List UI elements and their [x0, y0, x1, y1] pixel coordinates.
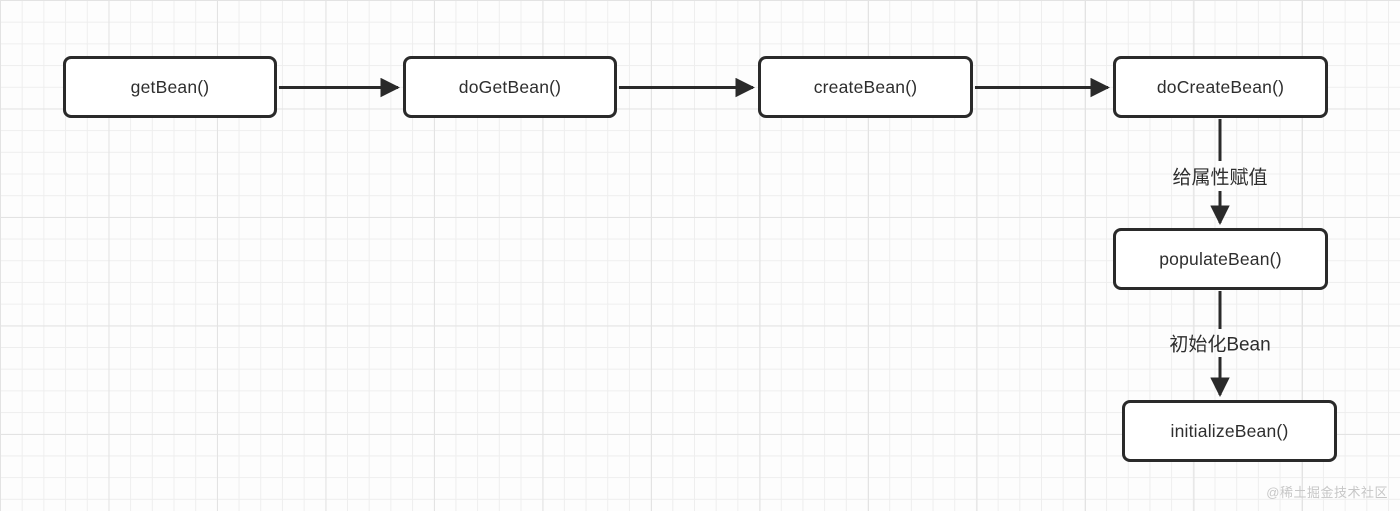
node-docreatebean: doCreateBean() [1113, 56, 1328, 118]
node-createbean-label: createBean() [813, 76, 918, 97]
node-dogetbean-label: doGetBean() [458, 76, 562, 97]
node-docreatebean-label: doCreateBean() [1156, 76, 1285, 97]
node-initializebean: initializeBean() [1122, 400, 1337, 462]
node-dogetbean: doGetBean() [403, 56, 617, 118]
node-initializebean-label: initializeBean() [1170, 420, 1289, 441]
edge-label-initialize: 初始化Bean [1169, 334, 1271, 356]
node-getbean-label: getBean() [130, 76, 210, 97]
node-createbean: createBean() [758, 56, 973, 118]
node-populatebean: populateBean() [1113, 228, 1328, 290]
edge-label-populate: 给属性赋值 [1172, 167, 1268, 189]
node-populatebean-label: populateBean() [1159, 248, 1282, 269]
node-getbean: getBean() [63, 56, 277, 118]
watermark: @稀土掘金技术社区 [1266, 485, 1388, 500]
